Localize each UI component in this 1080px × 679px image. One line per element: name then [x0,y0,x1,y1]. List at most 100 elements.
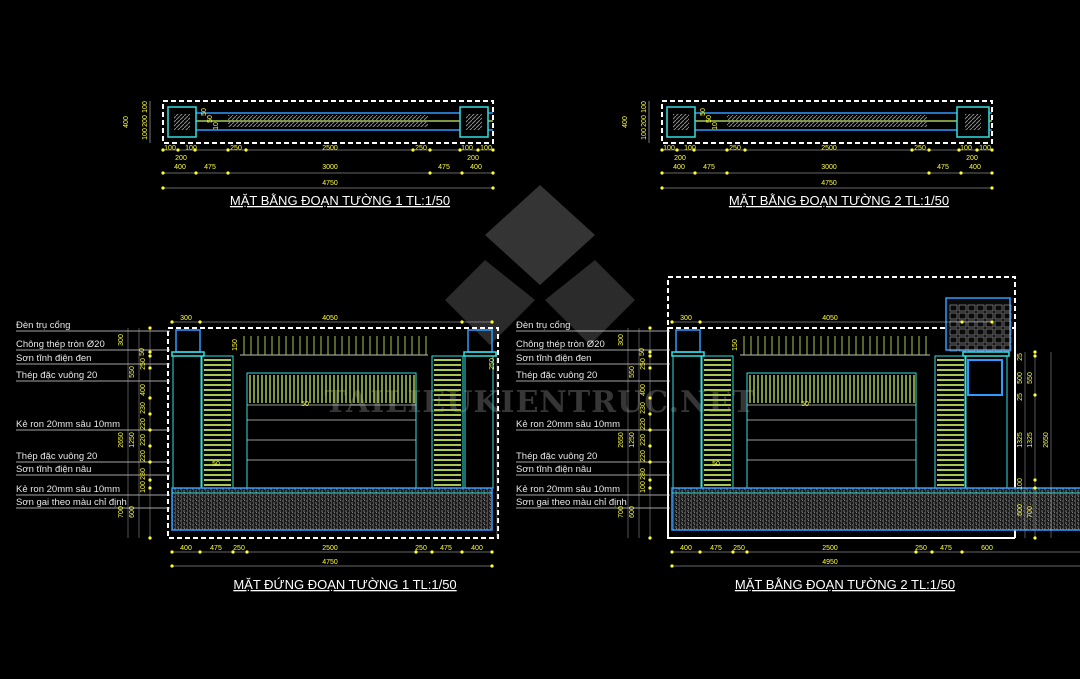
dim-text: 280 [640,468,647,480]
dimension-tick [231,550,235,554]
dimension-tick [161,148,165,152]
dimension-tick [170,550,174,554]
dimension-tick [148,354,152,358]
screen-cell [985,320,994,328]
dimension-tick [698,320,702,324]
dimension-tick [648,460,652,464]
elevation-outline [167,327,499,539]
dim-text: 50 [207,115,214,123]
dimension-tick [490,564,494,568]
dim-text: 100 [185,145,197,152]
pillar-cap [171,351,205,357]
dim-text: 2650 [618,432,625,448]
dimension-tick [148,486,152,490]
dim-text: 100 [1017,478,1024,490]
plan-outline [162,100,494,144]
dim-text: 25 [1017,393,1024,401]
screen-cell [949,304,958,312]
screen-cell [985,312,994,320]
pillar-lamp [175,329,201,353]
dimension-tick [193,148,197,152]
screen-cell [994,320,1003,328]
dim-text: 250 [233,545,245,552]
dimension-tick [990,320,994,324]
callout-label: Kẻ ron 20mm sâu 10mm [516,484,620,495]
dimension-tick [648,486,652,490]
left-pillar [672,355,702,489]
callout-label: Kẻ ron 20mm sâu 10mm [516,419,620,430]
screen-cell [949,344,958,352]
dimension-tick [148,478,152,482]
dim-text: 250 [489,358,496,370]
dimension-tick [148,326,152,330]
dimension-tick [990,186,994,190]
dim-text: 2500 [821,145,837,152]
callout-label: Đèn trụ cổng [516,320,570,331]
dim-text: 1250 [629,432,636,448]
dimension-tick [460,171,464,175]
dim-text: 2500 [322,145,338,152]
dim-text: 220 [140,418,147,430]
callout-label: Chông thép tròn Ø20 [516,339,605,350]
dim-text: 475 [210,545,222,552]
dimension-tick [648,354,652,358]
dimension-tick [1033,354,1037,358]
dim-text: 475 [204,164,216,171]
dimension-tick [161,171,165,175]
dim-text: 400 [969,164,981,171]
dimension-tick [491,148,495,152]
dimension-tick [648,428,652,432]
dimension-tick [198,550,202,554]
dimension-tick [648,326,652,330]
dim-text: 300 [180,315,192,322]
dim-text: 10 [213,122,220,130]
wall-hatch [727,115,927,127]
dim-text: 1250 [129,432,136,448]
screen-cell [958,344,967,352]
dim-text: 100 [684,145,696,152]
dim-text: 250 [914,145,926,152]
screen-cell [994,312,1003,320]
elevation-title: MẶT BẰNG ĐOẠN TƯỜNG 2 TL:1/50 [735,577,955,592]
callout-label: Sơn tĩnh điện đen [516,353,591,364]
dim-text: 3000 [322,164,338,171]
dim-text: 100 [140,481,147,493]
pillar-cap [671,351,705,357]
dimension-tick [660,186,664,190]
dim-text: 250 [915,545,927,552]
dim-text: 550 [129,366,136,378]
dim-text: 600 [129,506,136,518]
dim-text: 100 [641,128,648,140]
dimension-tick [476,148,480,152]
dimension-tick [226,171,230,175]
dimension-tick [148,366,152,370]
dimension-tick [975,148,979,152]
pillar-cap [463,351,497,357]
dim-text: 220 [140,434,147,446]
dim-text: 50 [639,348,646,356]
dim-text: 400 [673,164,685,171]
dimension-tick [1033,478,1037,482]
dimension-tick [428,148,432,152]
dimension-tick [930,550,934,554]
dim-text: 250 [729,145,741,152]
screen-cell [967,344,976,352]
pillar-cap [962,351,1010,357]
dimension-tick [411,148,415,152]
dim-text: 100 [960,145,972,152]
dim-text: 4750 [322,559,338,566]
dim-text: 50 [139,348,146,356]
callout-label: Thép đặc vuông 20 [16,370,97,381]
dimension-tick [491,171,495,175]
dim-text: 50 [212,461,220,468]
dimension-tick [648,536,652,540]
dimension-tick [176,148,180,152]
dimension-tick [428,171,432,175]
dimension-tick [148,396,152,400]
dimension-tick [693,171,697,175]
dim-text: 550 [1027,372,1034,384]
dim-text: 220 [640,418,647,430]
screen-cell [958,328,967,336]
dim-text: 150 [232,339,239,351]
screen-cell [976,320,985,328]
